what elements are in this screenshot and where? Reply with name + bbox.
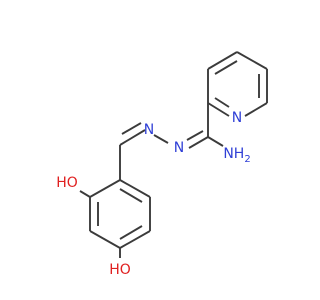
bond-amidine-c-n2-double (186, 130, 204, 141)
amine-label-main: NH (223, 146, 244, 162)
bond-pyr-c3-c4-inner (214, 60, 238, 75)
bond-amidine-c-n2 (188, 136, 209, 149)
bond-benz-c4-c5-inner (119, 225, 143, 240)
bond-amidine-c-nh2 (207, 136, 224, 147)
bond-pyr-n-c2 (207, 102, 230, 117)
bond-benz-c1-c2 (89, 179, 121, 198)
benzene-ring (79, 179, 151, 258)
hydroxyl-ortho-label: HO (56, 175, 78, 191)
bond-pyr-c4-c5 (236, 51, 268, 70)
atom-labels: N N N NH2 HO HO (56, 110, 250, 278)
hydrazone-chain (119, 103, 224, 180)
molecule-structure: N N N NH2 HO HO (56, 51, 268, 278)
bond-benz-c1-c6 (119, 179, 151, 198)
bond-pyr-c6-n (244, 102, 268, 117)
hydroxyl-para-label: HO (109, 262, 131, 278)
amine-label-subscript: 2 (244, 154, 250, 165)
hydrazone-nitrogen-1-label: N (144, 122, 154, 138)
amine-label: NH2 (223, 146, 250, 165)
hydrazone-nitrogen-2-label: N (174, 140, 184, 156)
pyridine-nitrogen-label: N (232, 110, 242, 126)
bond-benz-c2-oh (79, 190, 91, 198)
bond-n2-n1 (153, 134, 169, 144)
bond-benz-c1-c6-inner (119, 188, 143, 203)
pyridine-ring (207, 51, 268, 117)
bond-n1-ch (119, 129, 146, 146)
bond-benz-c3-c4 (89, 230, 121, 249)
bond-benz-c4-c5 (119, 230, 151, 249)
bond-pyr-n-c2-inner (214, 97, 230, 108)
bond-n1-ch-double (121, 122, 142, 135)
bond-pyr-c3-c4 (207, 51, 238, 70)
